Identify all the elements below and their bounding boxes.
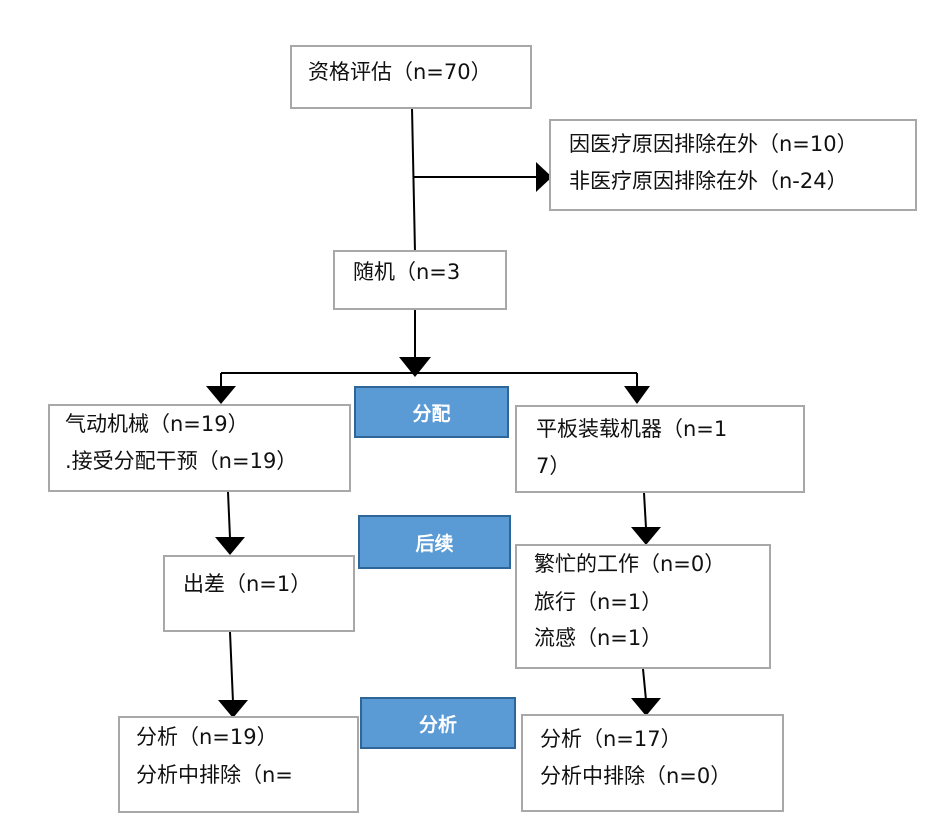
left-analysis-line-2: 分析中排除（n=	[136, 763, 293, 787]
arrowhead-excluded	[536, 162, 552, 192]
stage-label-followup: 后续	[358, 515, 511, 569]
arrowhead-left-followup	[215, 537, 245, 555]
left-analysis-box: 分析（n=19） 分析中排除（n=	[118, 716, 359, 813]
right-arm-line-1: 平板装载机器（n=1	[536, 417, 728, 441]
connector-right-followup-down	[642, 668, 647, 701]
arrowhead-right-arm	[624, 386, 650, 404]
right-arm-box: 平板装载机器（n=1 7）	[515, 405, 805, 493]
randomized-text: 随机（n=3	[353, 260, 461, 284]
eligibility-text: 资格评估（n=70）	[308, 60, 492, 84]
arrowhead-left-analysis	[218, 700, 248, 718]
excluded-nonmedical-text: 非医疗原因排除在外（n-24）	[569, 169, 848, 193]
excluded-medical-text: 因医疗原因排除在外（n=10）	[569, 132, 858, 156]
left-arm-line-1: 气动机械（n=19）	[65, 412, 249, 436]
left-followup-box: 出差（n=1）	[163, 555, 355, 632]
connector-right-arm-down	[643, 492, 647, 529]
left-arm-box: 气动机械（n=19） .接受分配干预（n=19）	[48, 404, 351, 492]
connector-left-followup-down	[229, 631, 234, 703]
arrowhead-right-analysis	[631, 698, 661, 716]
connector-eligibility-down	[411, 107, 416, 253]
arrowhead-right-followup	[631, 527, 661, 545]
stage-label-allocation: 分配	[354, 386, 509, 438]
right-followup-line-1: 繁忙的工作（n=0）	[534, 552, 726, 576]
connector-left-arm-down	[227, 491, 231, 539]
right-analysis-line-1: 分析（n=17）	[540, 727, 682, 751]
right-followup-line-3: 流感（n=1）	[534, 626, 663, 650]
arrowhead-left-arm	[206, 386, 236, 404]
right-analysis-line-2: 分析中排除（n=0）	[540, 764, 732, 788]
right-analysis-box: 分析（n=17） 分析中排除（n=0）	[521, 714, 784, 812]
randomized-box: 随机（n=3	[333, 250, 507, 310]
right-followup-box: 繁忙的工作（n=0） 旅行（n=1） 流感（n=1）	[515, 544, 771, 669]
right-followup-line-2: 旅行（n=1）	[534, 590, 663, 614]
arrowhead-randomized	[399, 357, 431, 377]
left-arm-line-2: .接受分配干预（n=19）	[65, 449, 298, 473]
stage-label-analysis: 分析	[360, 697, 516, 749]
excluded-box: 因医疗原因排除在外（n=10） 非医疗原因排除在外（n-24）	[549, 119, 917, 211]
right-arm-line-2: 7）	[536, 454, 571, 478]
eligibility-box: 资格评估（n=70）	[290, 45, 532, 109]
left-followup-text: 出差（n=1）	[183, 572, 312, 596]
left-analysis-line-1: 分析（n=19）	[136, 725, 278, 749]
